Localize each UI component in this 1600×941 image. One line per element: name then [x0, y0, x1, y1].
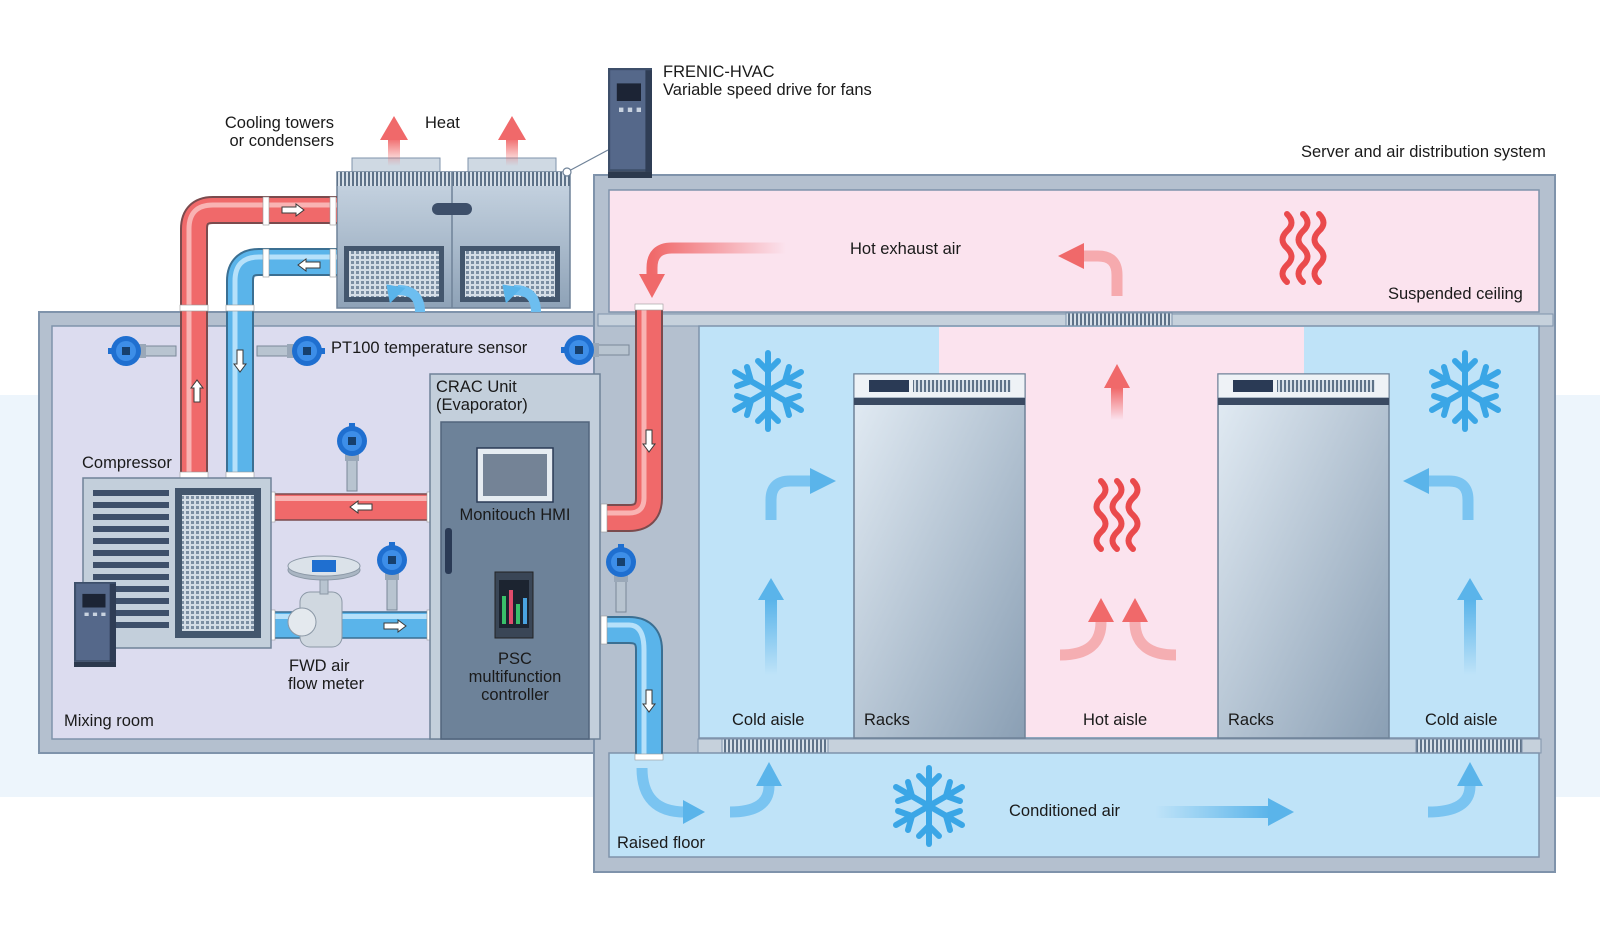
- cold-aisle-right-label: Cold aisle: [1425, 711, 1498, 729]
- hot-return-pipe: [179, 196, 337, 479]
- psc-label-3: controller: [481, 686, 549, 704]
- hot-exhaust-arrow-ceiling: [1058, 243, 1123, 296]
- floor-vent-left: [721, 738, 829, 754]
- crac-cold-supply-pipe: [600, 615, 664, 761]
- fwd-label-2: flow meter: [288, 675, 365, 693]
- hot-pipe-compressor-crac: [268, 491, 434, 523]
- hot-exhaust-arrow-down: [639, 242, 786, 298]
- hot-air-up-arrow: [1104, 364, 1130, 420]
- cold-supply-pipe: [225, 248, 337, 479]
- psc-label: PSC: [498, 650, 532, 668]
- hmi-label: Monitouch HMI: [459, 506, 571, 524]
- heat-arrow-left: [380, 116, 408, 166]
- heat-arrow-right: [498, 116, 526, 166]
- crac-unit: [429, 373, 601, 740]
- cold-air-up-arrow-right: [1457, 578, 1483, 675]
- cold-air-bend-arrow-right: [1403, 468, 1474, 520]
- server-system-label: Server and air distribution system: [1301, 143, 1546, 161]
- frenic-title: FRENIC-HVAC: [663, 63, 775, 81]
- cooling-towers: [336, 157, 571, 309]
- racks-left-label: Racks: [864, 711, 910, 729]
- ceiling-vent: [1065, 312, 1173, 328]
- fwd-air-flow-meter: [287, 555, 361, 648]
- crac-label-2: (Evaporator): [436, 396, 528, 414]
- rack-right: [1217, 373, 1390, 739]
- fwd-label: FWD air: [289, 657, 350, 675]
- floor-vent-right: [1415, 738, 1523, 754]
- pt100-label: PT100 temperature sensor: [331, 339, 528, 357]
- crac-hot-return-pipe: [600, 303, 664, 533]
- rack-left: [853, 373, 1026, 739]
- racks-right-label: Racks: [1228, 711, 1274, 729]
- cold-aisle-left-label: Cold aisle: [732, 711, 805, 729]
- mixing-room-label: Mixing room: [64, 712, 154, 730]
- raised-floor-arrows: [636, 762, 1483, 826]
- hot-aisle-label: Hot aisle: [1083, 711, 1148, 729]
- cold-air-up-arrow-left: [758, 578, 784, 675]
- frenic-subtitle: Variable speed drive for fans: [663, 81, 872, 99]
- crac-label: CRAC Unit: [436, 378, 517, 396]
- cooling-towers-label: Cooling towers: [224, 114, 334, 132]
- cold-air-bend-arrow-left: [765, 468, 836, 520]
- hot-air-rising-arrows: [1059, 598, 1177, 661]
- tower-intake-arrows: [386, 284, 541, 313]
- monitouch-hmi: [476, 447, 554, 503]
- suspended-ceiling-label: Suspended ceiling: [1388, 285, 1523, 303]
- frenic-drive-compressor: [74, 582, 116, 667]
- raised-floor-label: Raised floor: [617, 834, 706, 852]
- cooling-towers-label-2: or condensers: [229, 132, 334, 150]
- conditioned-air-label: Conditioned air: [1009, 802, 1120, 820]
- psc-controller: [494, 571, 534, 639]
- heat-label: Heat: [425, 114, 460, 132]
- frenic-hvac-drive: [562, 68, 652, 178]
- psc-label-2: multifunction: [468, 668, 562, 686]
- hot-exhaust-label: Hot exhaust air: [850, 240, 961, 258]
- compressor-label: Compressor: [82, 454, 172, 472]
